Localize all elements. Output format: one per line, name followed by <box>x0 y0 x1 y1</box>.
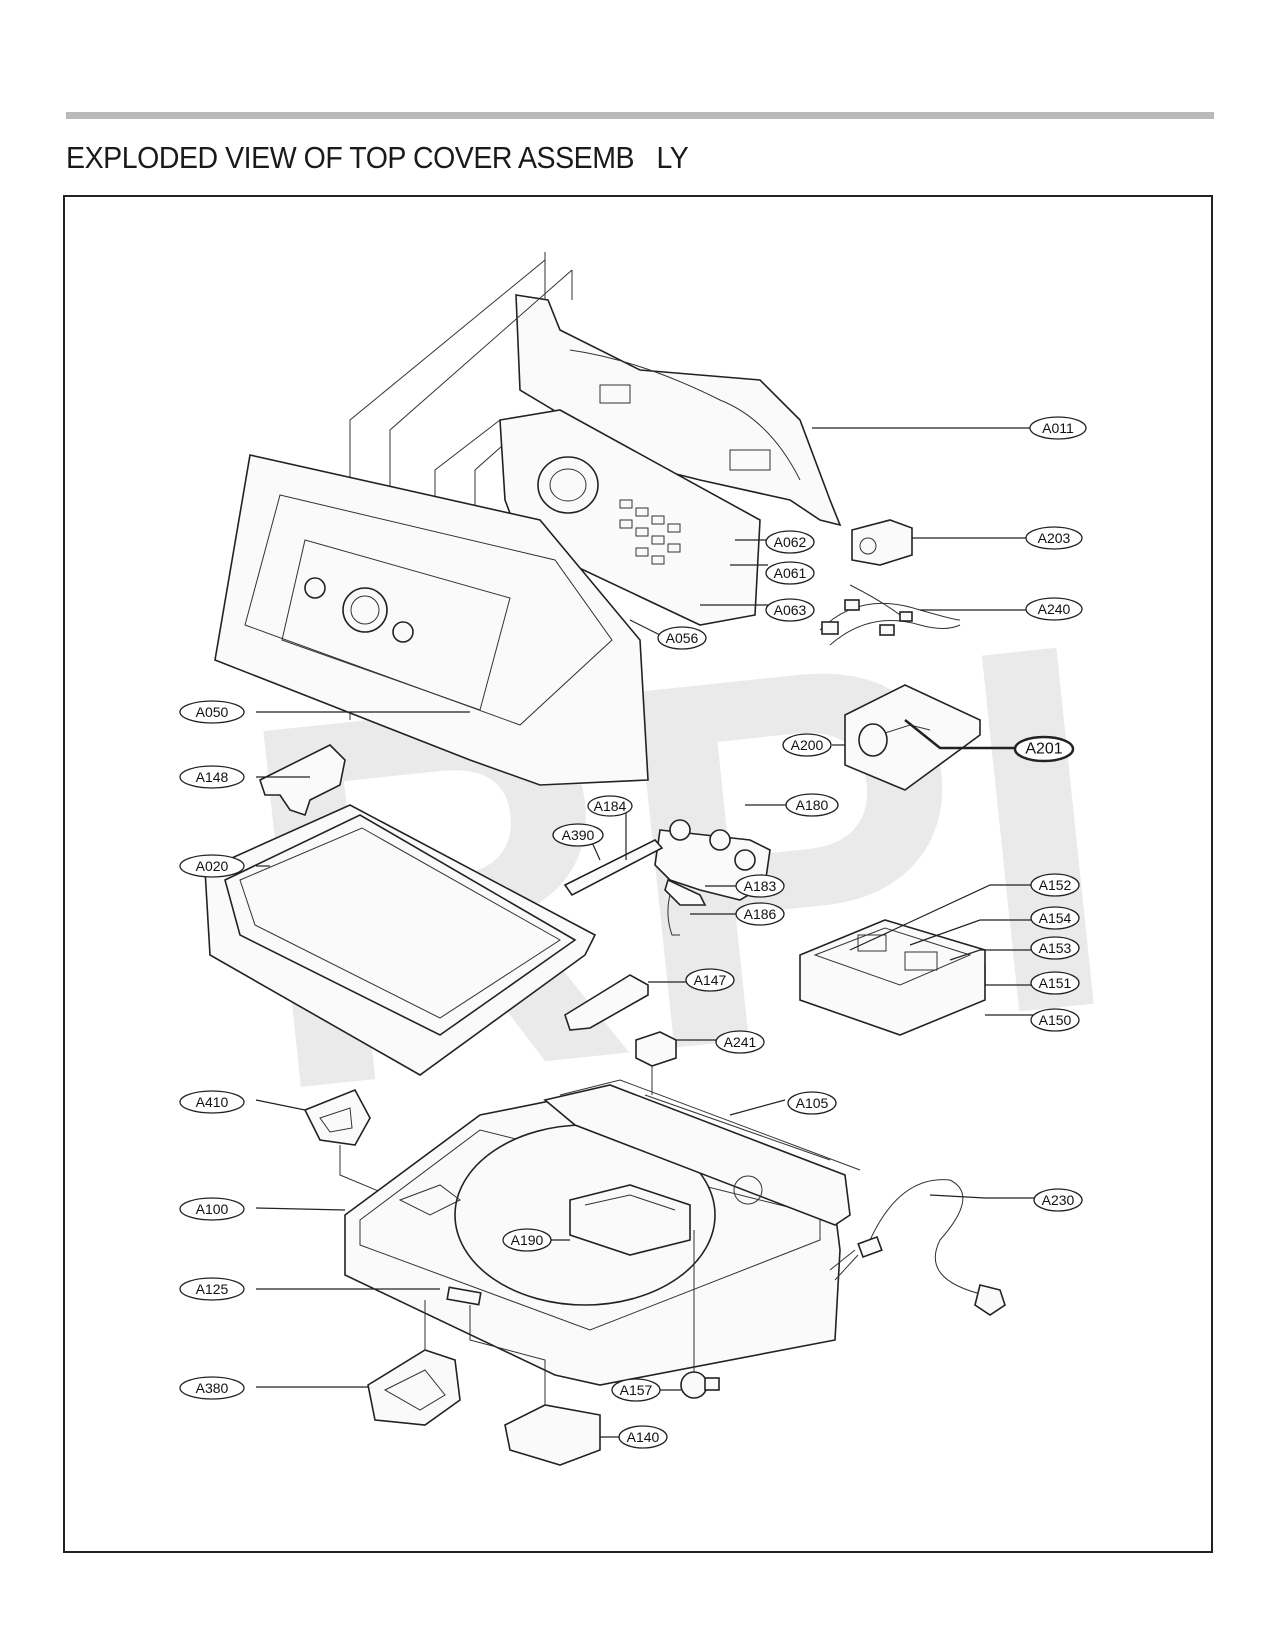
callout-label: A153 <box>1039 940 1072 956</box>
callout-a125: A125 <box>179 1277 245 1301</box>
callout-a152: A152 <box>1030 873 1080 897</box>
part-pressure-switch-plate <box>844 684 981 791</box>
leader-lines <box>255 427 1035 1438</box>
callout-a154: A154 <box>1030 906 1080 930</box>
callout-a180: A180 <box>785 793 839 817</box>
callout-label: A125 <box>196 1281 229 1297</box>
callout-a184: A184 <box>587 795 633 817</box>
part-lid-switch <box>469 1305 601 1466</box>
callout-label: A157 <box>620 1382 653 1398</box>
top-rule <box>66 112 1214 119</box>
callout-label: A190 <box>511 1232 544 1248</box>
callout-a201: A201 <box>1013 735 1075 763</box>
part-cup-bottom <box>367 1300 461 1426</box>
callout-label: A151 <box>1039 975 1072 991</box>
callout-label: A200 <box>791 737 824 753</box>
callout-label: A152 <box>1039 877 1072 893</box>
callout-label: A011 <box>1042 420 1074 436</box>
callout-label: A241 <box>724 1034 757 1050</box>
callout-a157: A157 <box>611 1378 661 1402</box>
callout-a240: A240 <box>1025 597 1083 621</box>
callout-label: A380 <box>196 1380 229 1396</box>
callout-a150: A150 <box>1030 1008 1080 1032</box>
part-bracket-left <box>259 744 346 817</box>
callout-a186: A186 <box>735 902 785 926</box>
page-title: EXPLODED VIEW OF TOP COVER ASSEMB LY <box>66 140 689 175</box>
callout-a380: A380 <box>179 1376 245 1400</box>
part-detergent-dispenser <box>799 919 986 1036</box>
callout-label: A201 <box>1025 741 1062 758</box>
callout-label: A105 <box>796 1095 829 1111</box>
callout-label: A184 <box>594 798 627 814</box>
callout-label: A147 <box>694 972 727 988</box>
callout-label: A062 <box>774 534 807 550</box>
callout-label: A100 <box>196 1201 229 1217</box>
callout-a390: A390 <box>552 823 604 847</box>
callout-label: A154 <box>1039 910 1072 926</box>
callout-a061: A061 <box>765 561 815 585</box>
callout-label: A150 <box>1039 1012 1072 1028</box>
callout-label: A061 <box>774 565 807 581</box>
callout-a105: A105 <box>787 1091 837 1115</box>
callout-label: A050 <box>196 704 229 720</box>
callout-a020: A020 <box>179 854 245 878</box>
callout-label: A186 <box>744 906 777 922</box>
callout-label: A203 <box>1038 530 1071 546</box>
diagram-frame <box>63 195 1213 1553</box>
callout-a151: A151 <box>1030 971 1080 995</box>
callout-label: A056 <box>666 630 699 646</box>
part-connector-block <box>635 1031 677 1095</box>
callout-label: A140 <box>627 1429 660 1445</box>
callout-label: A020 <box>196 858 229 874</box>
callout-a190: A190 <box>502 1228 552 1252</box>
part-dispenser-box <box>569 1184 691 1256</box>
callout-a147: A147 <box>685 968 735 992</box>
part-wire-harness <box>819 584 961 646</box>
callout-a153: A153 <box>1030 936 1080 960</box>
callout-label: A410 <box>196 1094 229 1110</box>
callout-a241: A241 <box>715 1030 765 1054</box>
callout-a100: A100 <box>179 1197 245 1221</box>
part-control-pcb <box>499 409 761 626</box>
callout-a062: A062 <box>765 530 815 554</box>
callout-label: A180 <box>796 797 829 813</box>
callout-a200: A200 <box>782 733 832 757</box>
part-hose-tube <box>563 839 664 897</box>
callout-a230: A230 <box>1033 1188 1083 1212</box>
callout-a050: A050 <box>179 700 245 724</box>
callout-a063: A063 <box>765 598 815 622</box>
callout-label: A230 <box>1042 1192 1075 1208</box>
callout-label: A390 <box>562 827 595 843</box>
callout-a056: A056 <box>657 626 707 650</box>
part-plug-cap <box>680 1230 720 1399</box>
callout-label: A063 <box>774 602 807 618</box>
callout-label: A240 <box>1038 601 1071 617</box>
callout-a148: A148 <box>179 765 245 789</box>
callout-a203: A203 <box>1025 526 1083 550</box>
callout-a140: A140 <box>618 1425 668 1449</box>
callout-a410: A410 <box>179 1090 245 1114</box>
part-control-panel-housing <box>214 454 649 786</box>
callout-label: A148 <box>196 769 229 785</box>
callout-a011: A011 <box>1029 416 1087 440</box>
callout-label: A183 <box>744 878 777 894</box>
part-power-cord <box>829 1179 1006 1316</box>
callout-a183: A183 <box>735 874 785 898</box>
part-lid <box>204 804 597 1076</box>
part-hinge-right <box>564 974 649 1031</box>
part-pressure-bracket <box>851 519 913 566</box>
